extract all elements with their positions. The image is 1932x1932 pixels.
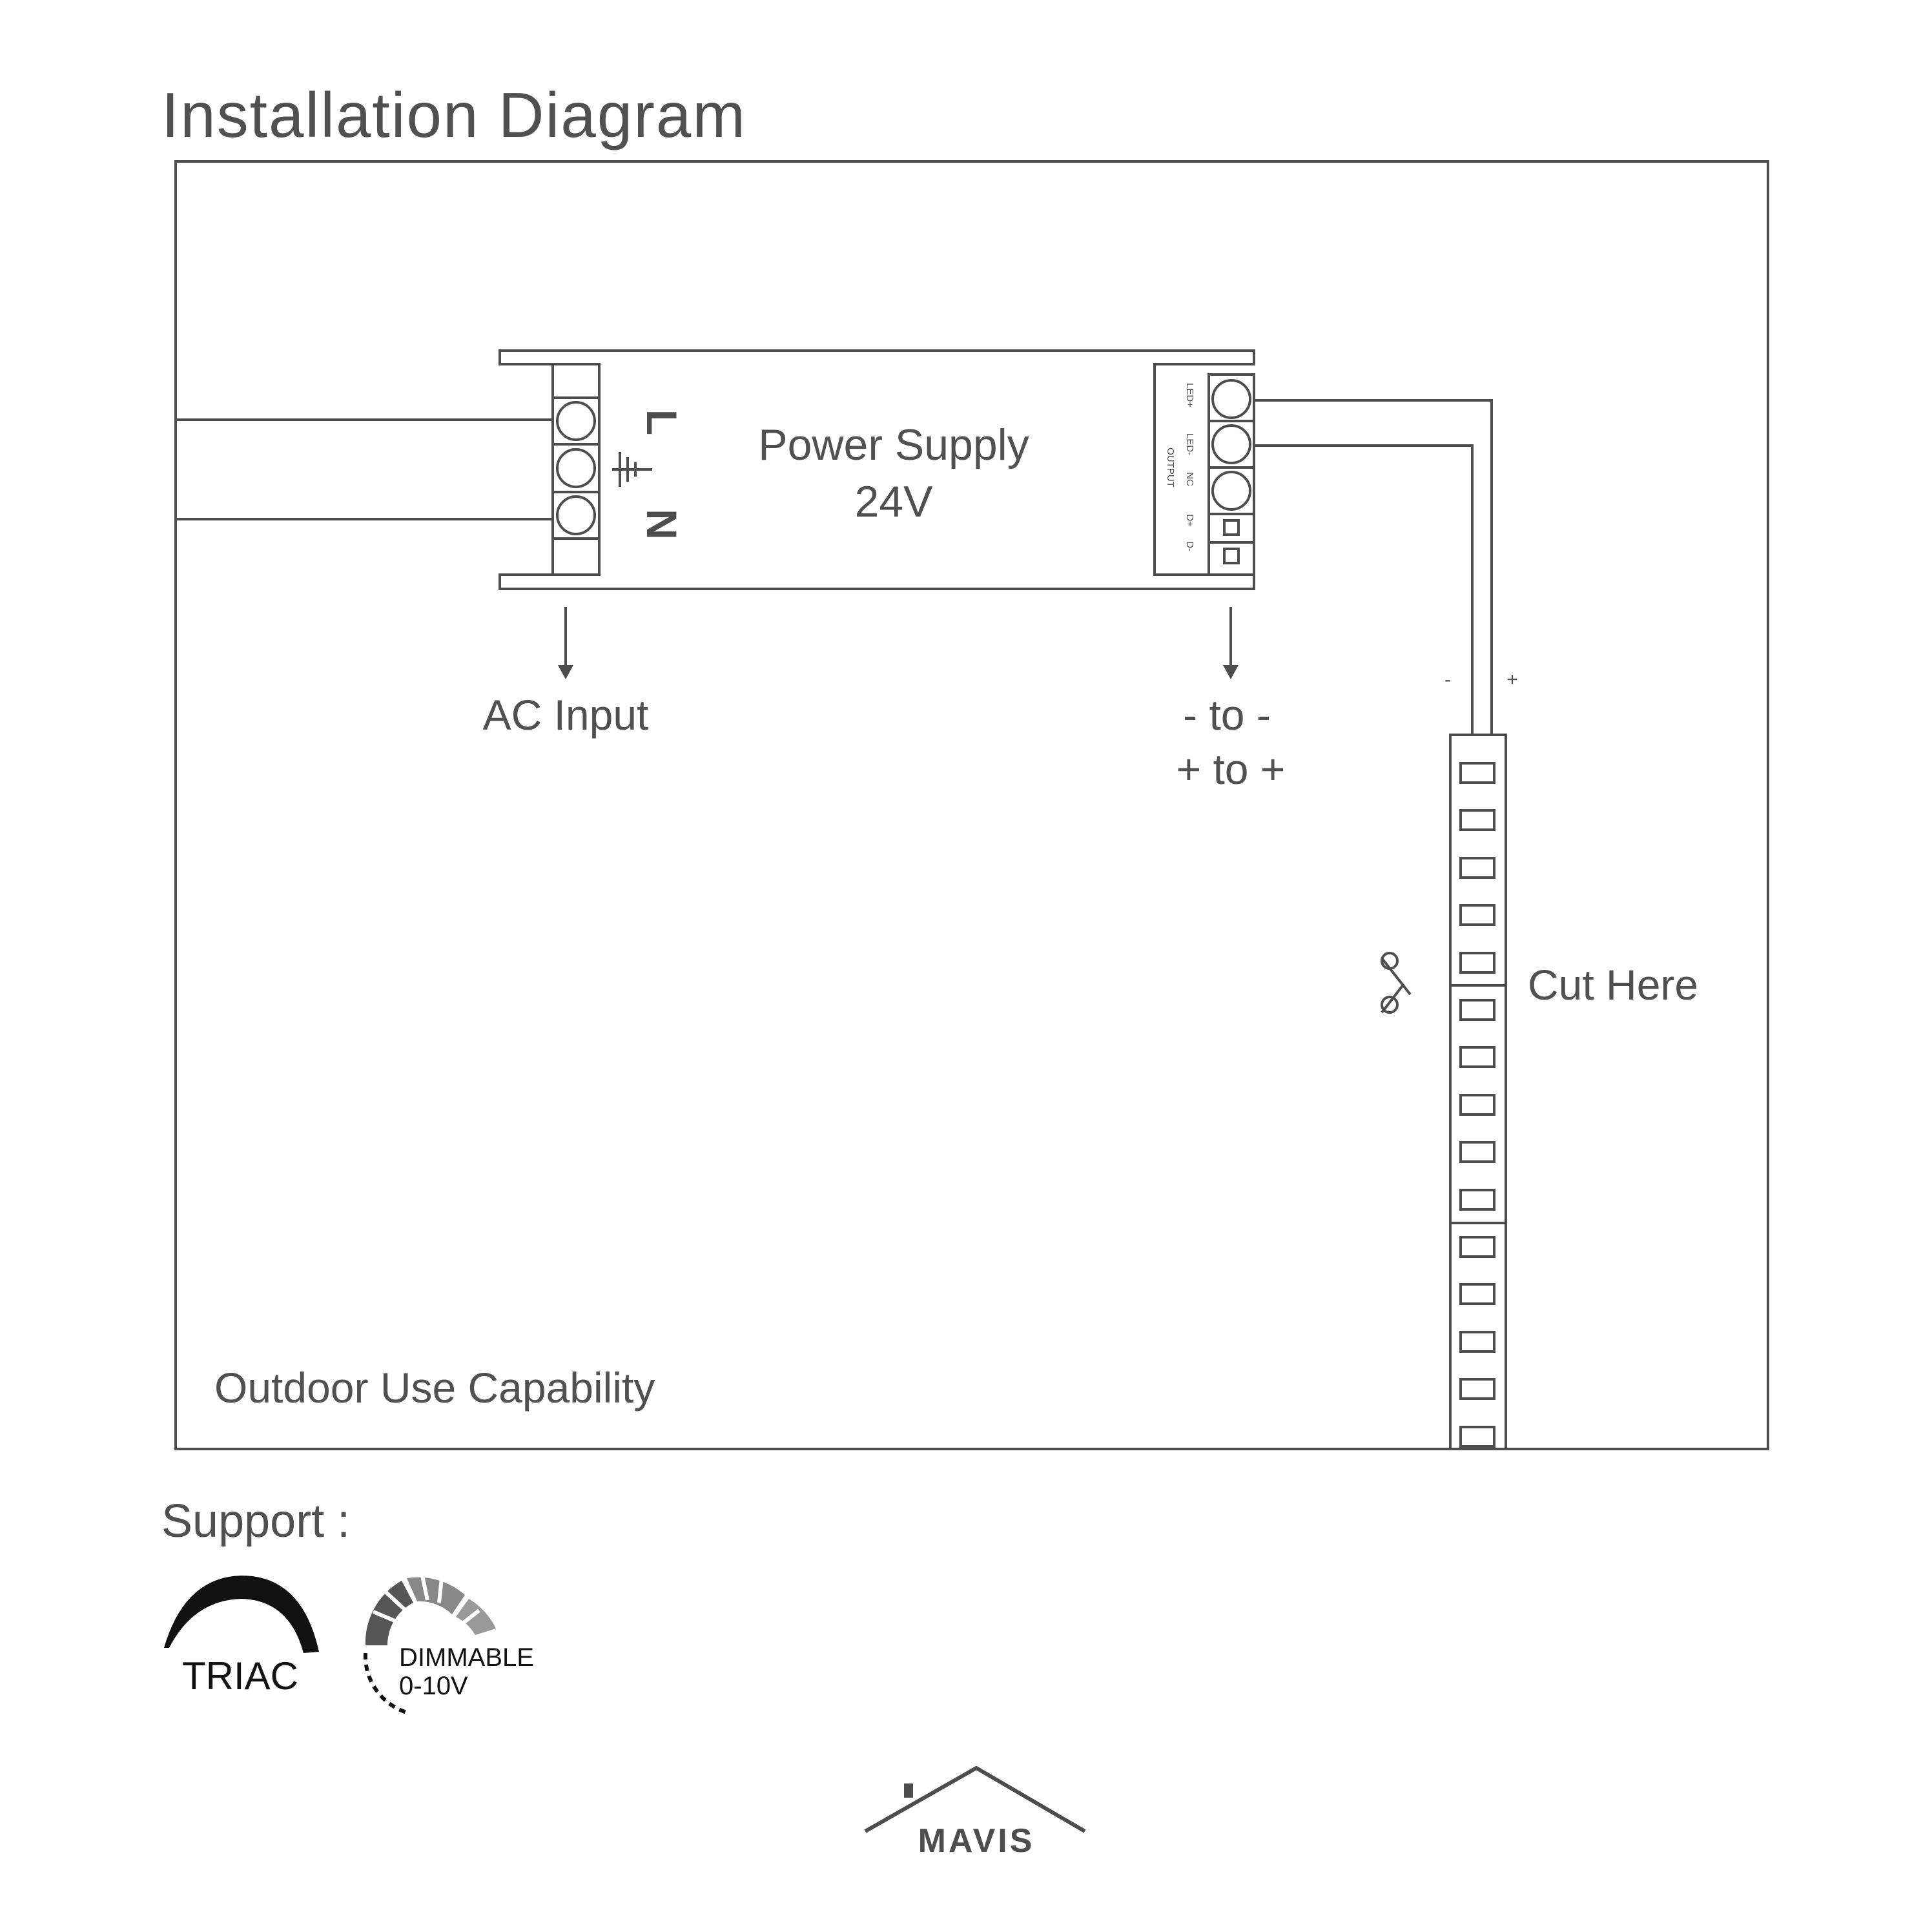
output-terminal-labels: LED+ LED- NC D+ D- OUTPUT — [1165, 383, 1195, 551]
power-supply-name: Power Supply — [758, 420, 1029, 469]
scissors-icon — [1381, 952, 1412, 1014]
triac-label: TRIAC — [182, 1654, 298, 1698]
ground-icon — [612, 452, 652, 487]
led-chip — [1459, 857, 1495, 879]
house-roof-logo — [864, 1765, 1086, 1833]
output-wires — [1254, 399, 1493, 735]
diagram-frame — [174, 160, 1769, 1450]
terminal-label-led-minus: LED- — [1184, 433, 1195, 455]
ac-input-label: AC Input — [483, 691, 649, 739]
led-chip — [1459, 1046, 1495, 1068]
strip-plus-label: + — [1506, 669, 1518, 690]
page-title: Installation Diagram — [161, 79, 746, 150]
output-group-label: OUTPUT — [1165, 447, 1176, 488]
terminal-label-nc: NC — [1184, 472, 1195, 486]
strip-minus-label: - — [1444, 669, 1451, 690]
polarity-label-plus: + to + — [1177, 745, 1286, 793]
dimmable-label-line1: DIMMABLE — [399, 1643, 534, 1672]
led-chip — [1459, 1283, 1495, 1305]
polarity-label-minus: - to - — [1183, 691, 1271, 739]
brand-name: MAVIS — [918, 1822, 1035, 1860]
input-terminal-block — [551, 363, 601, 576]
dimmable-dial-icon — [363, 1575, 496, 1714]
arrow-output — [1223, 607, 1238, 679]
output-terminal-block — [1208, 373, 1255, 576]
led-chip — [1459, 762, 1495, 784]
led-chip — [1459, 999, 1495, 1021]
cut-here-label: Cut Here — [1528, 961, 1698, 1009]
led-chip — [1459, 904, 1495, 926]
terminal-label-d-plus: D+ — [1184, 514, 1195, 527]
led-strip — [1449, 734, 1507, 1450]
led-chip — [1459, 1331, 1495, 1353]
arrow-ac-input — [558, 607, 573, 679]
led-chip — [1459, 1189, 1495, 1211]
led-chip-group — [1459, 762, 1495, 1448]
dimmable-label-line2: 0-10V — [399, 1672, 468, 1700]
outdoor-use-label: Outdoor Use Capability — [214, 1364, 655, 1412]
ac-input-wires — [176, 418, 553, 520]
terminal-label-neutral: N — [638, 509, 686, 540]
triac-arc-icon — [164, 1576, 319, 1653]
terminal-label-live: L — [638, 409, 686, 435]
support-heading: Support : — [161, 1495, 350, 1547]
led-chip — [1459, 1378, 1495, 1400]
power-supply-voltage: 24V — [855, 477, 934, 526]
terminal-label-d-minus: D- — [1184, 541, 1195, 551]
terminal-label-led-plus: LED+ — [1184, 383, 1195, 407]
led-chip — [1459, 952, 1495, 974]
led-chip — [1459, 1426, 1495, 1448]
led-chip — [1459, 1141, 1495, 1163]
led-chip — [1459, 809, 1495, 831]
led-chip — [1459, 1236, 1495, 1258]
led-chip — [1459, 1094, 1495, 1116]
